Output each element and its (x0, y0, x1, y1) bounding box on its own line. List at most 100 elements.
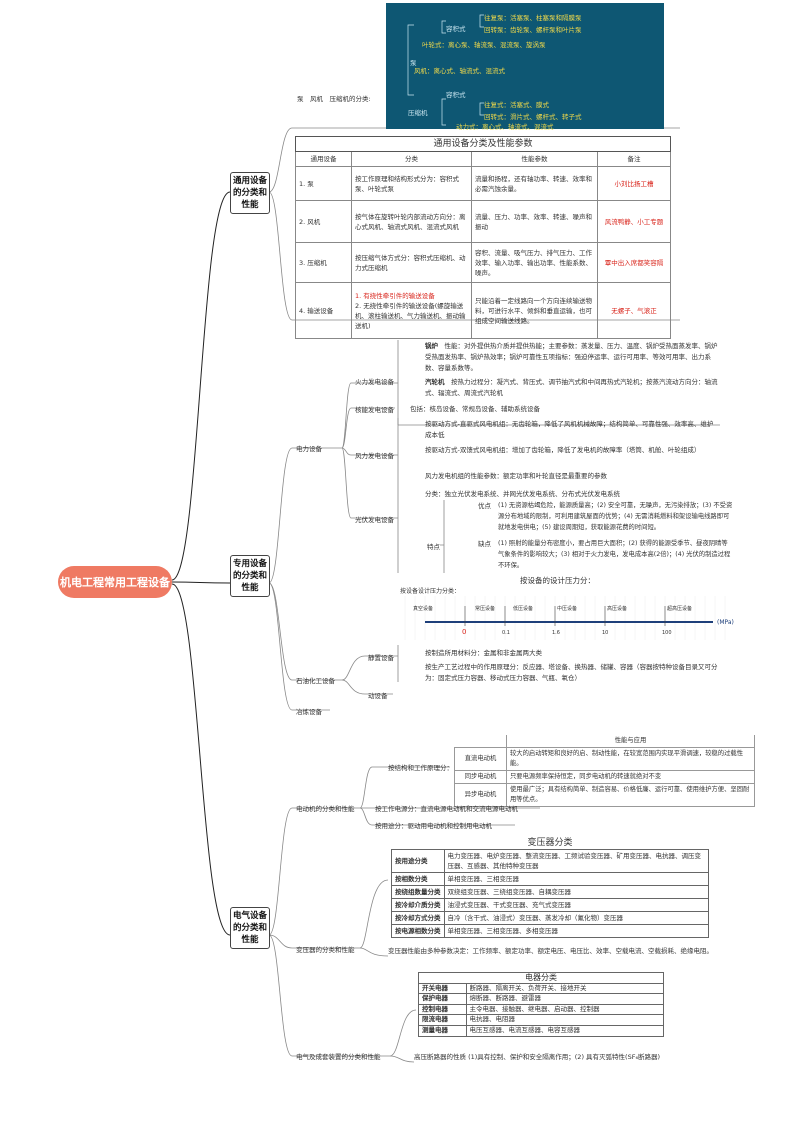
power-equipment-label[interactable]: 电力设备 (296, 445, 322, 453)
header-note: 备注 (597, 151, 671, 167)
solar-power-label[interactable]: 光伏发电设备 (355, 516, 394, 524)
async-motor-desc: 使用最广泛；具有结构简单、制造容易、价格低廉、运行可靠、使用维护方便、坚固耐用等… (506, 783, 755, 807)
static-equipment-label[interactable]: 静置设备 (368, 654, 394, 662)
trans-phase-val: 单相变压器、三相变压器 (443, 872, 709, 886)
nuclear-detail: 包括：核岛设备、常规岛设备、辅助系统设备 (410, 405, 540, 413)
trans-coolant-key: 按冷却介质分类 (391, 898, 445, 912)
pressure-tick-3: 10 (602, 630, 608, 636)
motor-usage: 按用途分：驱动用电动机和控制用电动机 (375, 822, 492, 830)
transformer-table: 变压器分类 按用途分类电力变压器、电炉变压器、整流变压器、工频试验变压器、矿用变… (391, 837, 709, 938)
pressure-class-0: 真空设备 (413, 605, 433, 612)
petrochemical-label[interactable]: 石油化工设备 (296, 677, 335, 685)
row-conveyor-name: 4. 输送设备 (295, 282, 352, 339)
solar-traits-label[interactable]: 特点 (427, 543, 440, 551)
trans-cooling-key: 按冷却方式分类 (391, 911, 445, 925)
row-compressor-param: 容积、流量、吸气压力、排气压力、工作效率、输入功率、输出功率、性能系数、噪声。 (471, 242, 598, 283)
row-pump-class: 按工作原理和结构形式分为：容积式泵、叶轮式泵 (351, 166, 472, 201)
limit-key: 限流电器 (418, 1014, 467, 1026)
category-electrical-equipment[interactable]: 电气设备的分类和性能 (230, 907, 270, 949)
header-class: 分类 (351, 151, 472, 167)
fan-pump-label: 泵 风机 压缩机的分类: (297, 95, 371, 103)
solar-disadvantages: (1) 照射的能量分布密度小，要占用巨大面积；(2) 获得的能源受季节、昼夜阴晴… (498, 540, 731, 569)
dc-motor-name: 直流电动机 (454, 747, 507, 771)
row-pump-name: 1. 泵 (295, 166, 352, 201)
turbine-detail: 按热力过程分：凝汽式、背压式、调节抽汽式和中间再热式汽轮机；按蒸汽流动方向分：轴… (425, 378, 718, 397)
switch-key: 开关电器 (418, 982, 467, 995)
category-special-equipment[interactable]: 专用设备的分类和性能 (230, 555, 270, 597)
async-motor-name: 异步电动机 (454, 783, 507, 807)
trans-source-key: 按电源相数分类 (391, 924, 445, 938)
pressure-tick-4: 100 (662, 630, 672, 636)
row-conveyor-note: 无螺子、气滚正 (597, 282, 671, 339)
row-pump-param: 流量和扬程，还有轴功率、转速、效率和必需汽蚀余量。 (471, 166, 598, 201)
limit-val: 电抗器、电阻器 (465, 1014, 665, 1026)
pressure-class-3: 中压设备 (557, 605, 577, 612)
motor-structure-label[interactable]: 按结构和工作原理分： (388, 764, 453, 772)
pressure-class-2: 低压设备 (513, 605, 533, 612)
transformer-label[interactable]: 变压器的分类和性能 (296, 946, 355, 954)
nuclear-power-label[interactable]: 核能发电设备 (355, 406, 394, 414)
turbine-text: 汽轮机 按热力过程分：凝汽式、背压式、调节抽汽式和中间再热式汽轮机；按蒸汽流动方… (425, 377, 720, 399)
compressor-rotary: 回转式：滑片式、螺杆式、转子式 (484, 113, 582, 121)
category-general-equipment[interactable]: 通用设备的分类和性能 (230, 172, 270, 214)
header-equipment: 通用设备 (295, 151, 352, 167)
dynamic-equipment-label[interactable]: 动设备 (368, 692, 388, 700)
pressure-scale-title: 按设备的设计压力分： (520, 576, 595, 585)
row-fan-name: 2. 风机 (295, 200, 352, 243)
motor-table: 性能与应用 直流电动机较大的启动转矩和良好的启、制动性能，在较宽范围内实现平滑调… (454, 735, 755, 807)
switch-val: 断路器、隔离开关、负荷开关、接地开关 (465, 982, 665, 995)
compressor-displacement: 容积式 (446, 91, 466, 99)
impeller-pumps: 叶轮式：离心泵、轴流泵、混流泵、旋涡泵 (422, 41, 546, 49)
wind-direct-drive: 按驱动方式-直驱式风电机组：无齿轮箱，降低了风机机械故障；结构简单、可靠性强、效… (425, 420, 714, 439)
motor-power-source: 按工作电源分：直流电源电动机和交流电源电动机 (375, 805, 518, 813)
conveyor-class-1: 1. 有挠性牵引件的输送设备 (355, 291, 435, 300)
row-fan-class: 按气体在旋转叶轮内部流动方向分：离心式风机、轴流式风机、混流式风机 (351, 200, 472, 243)
electrical-apparatus-table: 电器分类 开关电器断路器、隔离开关、负荷开关、接地开关 保护电器熔断器、断路器、… (418, 972, 665, 1037)
pressure-class-4: 高压设备 (607, 605, 627, 612)
pump-node: 泵 (410, 59, 417, 67)
boiler-text: 锅炉 性能：对外提供热介质并提供热能；主要参数：蒸发量、压力、温度、锅炉受热面蒸… (425, 341, 720, 374)
thermal-power-label[interactable]: 火力发电设备 (355, 378, 394, 386)
pressure-unit: (MPa) (717, 619, 734, 626)
pressure-scale: 真空设备 常压设备 低压设备 中压设备 高压设备 超高压设备 0 0.1 1.6 10 100 (MP… (404, 596, 734, 640)
pressure-class-5: 超高压设备 (667, 605, 692, 612)
header-params: 性能参数 (471, 151, 598, 167)
general-table-caption: 通用设备分类及性能参数 (295, 136, 671, 152)
solar-advantages: (1) 无资源枯竭危险，能源质量高；(2) 安全可靠，无噪声，无污染排放；(3)… (498, 502, 733, 531)
transformer-caption: 变压器分类 (527, 838, 573, 848)
row-compressor-class: 按压缩气体方式分：容积式压缩机、动力式压缩机 (351, 242, 472, 283)
row-pump-note: 小刘比扬工槽 (597, 166, 671, 201)
wind-power-label[interactable]: 风力发电设备 (355, 452, 394, 460)
pressure-class-1: 常压设备 (475, 605, 495, 612)
compressor-node: 压缩机 (408, 109, 428, 117)
pressure-tick-0: 0 (462, 628, 466, 636)
trans-usage-val: 电力变压器、电炉变压器、整流变压器、工频试验变压器、矿用变压器、电抗器、调压变压… (443, 849, 709, 873)
row-conveyor-param: 只能沿着一定线路向一个方向连续输送物料，可进行水平、倾斜和垂直运输，也可组成空间… (471, 282, 598, 339)
compressor-dynamic: 动力式：离心式、轴流式、混流式 (456, 123, 554, 131)
pressure-tick-2: 1.6 (552, 630, 560, 636)
motor-table-header: 性能与应用 (506, 735, 755, 748)
measure-key: 测量电器 (418, 1024, 467, 1037)
row-fan-note: 风流鸭静、小工专题 (597, 200, 671, 243)
wind-params: 风力发电机组的性能参数：额定功率和叶轮直径是最重要的参数 (425, 472, 607, 480)
row-fan-param: 流量、压力、功率、效率、转速、噪声和振动 (471, 200, 598, 243)
motor-label[interactable]: 电动机的分类和性能 (296, 805, 355, 813)
trans-cooling-val: 自冷（含干式、油浸式）变压器、蒸发冷却（氟化物）变压器 (443, 911, 709, 925)
control-val: 主令电器、接触器、继电器、启动器、控制器 (465, 1003, 665, 1016)
smelting-equipment-label[interactable]: 冶炼设备 (296, 708, 322, 716)
central-topic[interactable]: 机电工程常用工程设备 (58, 566, 172, 598)
electrical-apparatus-label[interactable]: 电气及成套装置的分类和性能 (296, 1053, 381, 1061)
protect-key: 保护电器 (418, 993, 467, 1005)
trans-winding-key: 按绕组数量分类 (391, 885, 445, 899)
trans-coolant-val: 油浸式变压器、干式变压器、充气式变压器 (443, 898, 709, 912)
pressure-tick-1: 0.1 (502, 630, 510, 636)
sync-motor-name: 同步电动机 (454, 770, 507, 784)
control-key: 控制电器 (418, 1003, 467, 1016)
fan-types: 风机：离心式、轴流式、混流式 (414, 67, 505, 75)
trans-phase-key: 按相数分类 (391, 872, 445, 886)
conveyor-class-2: 2. 无挠性牵引件的输送设备(螺旋输送机、滚柱输送机、气力输送机、振动输送机) (355, 301, 466, 330)
wind-doubly-fed: 按驱动方式-双馈式风电机组：增加了齿轮箱，降低了发电机的故障率（塔筒、机舱、叶轮… (425, 446, 701, 454)
boiler-title: 锅炉 (425, 342, 438, 350)
sync-motor-desc: 只要电源频率保持恒定，同步电动机的转速就绝对不变 (506, 770, 755, 784)
pump-fan-compressor-diagram: 泵 容积式 往复泵：活塞泵、柱塞泵和隔膜泵 回转泵：齿轮泵、螺杆泵和叶片泵 叶轮… (386, 3, 664, 131)
